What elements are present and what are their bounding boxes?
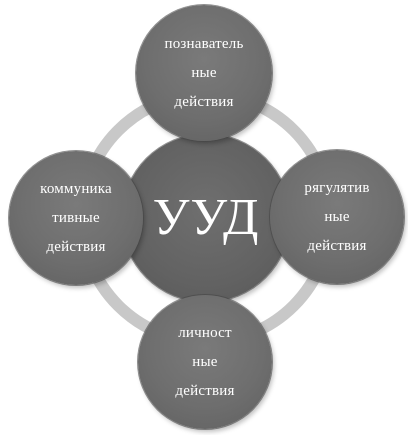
center-node: УУД [122, 134, 290, 302]
node-label-personal: личност ные действия [175, 324, 235, 399]
node-label-communicative: коммуника тивные действия [40, 180, 112, 255]
node-regulatory-actions: рягулятив ные действия [270, 150, 404, 284]
node-personal-actions: личност ные действия [138, 295, 272, 429]
node-cognitive-actions: познаватель ные действия [136, 5, 272, 141]
node-communicative-actions: коммуника тивные действия [9, 151, 143, 285]
center-label: УУД [152, 189, 260, 246]
node-label-regulatory: рягулятив ные действия [304, 179, 370, 254]
node-label-cognitive: познаватель ные действия [164, 35, 244, 110]
